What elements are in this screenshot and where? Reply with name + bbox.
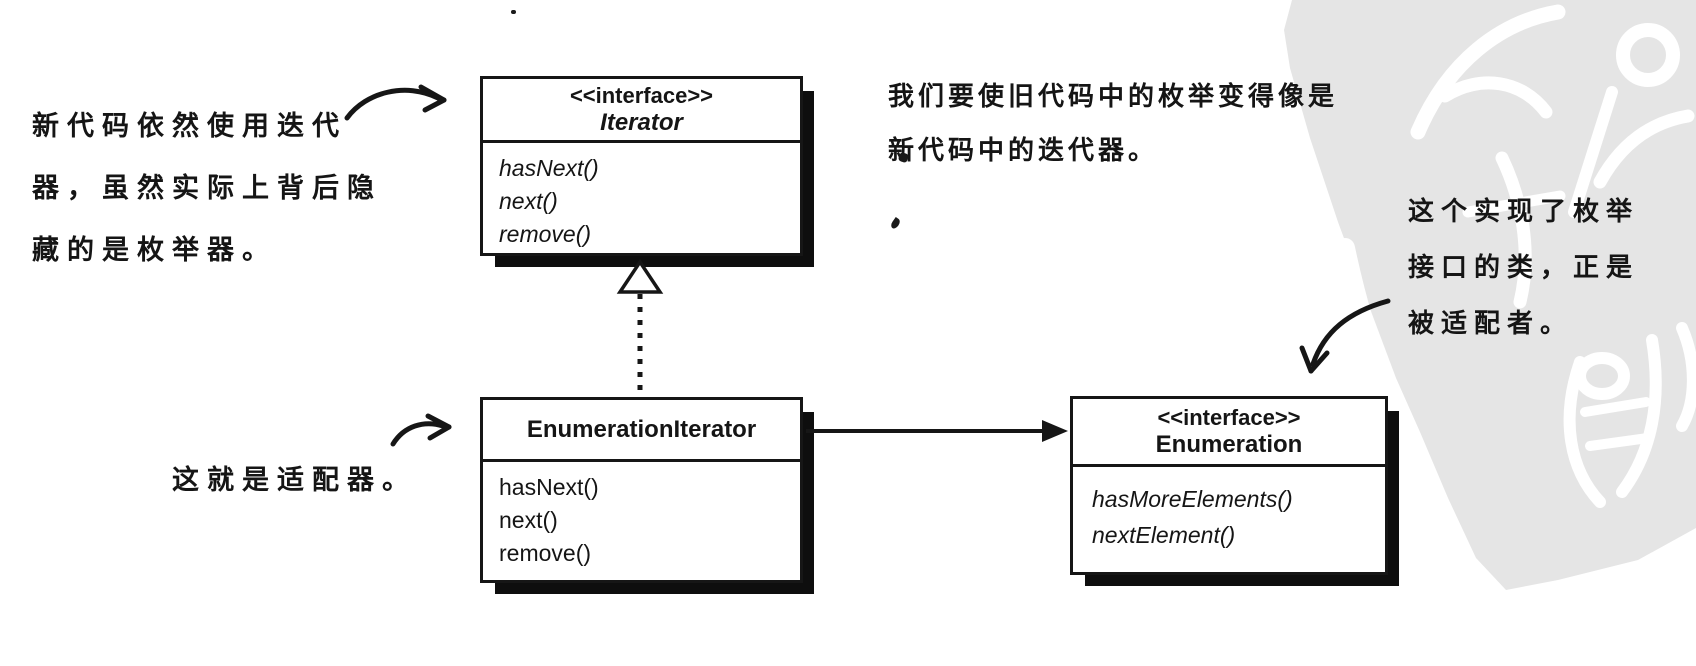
watermark-strokes <box>1335 4 1696 508</box>
iterator-stereotype: <<interface>> <box>569 82 714 108</box>
annotation-line: 新代码中的迭代器。 <box>888 136 1159 166</box>
class-box-iterator: <<interface>> Iterator hasNext() next() … <box>480 76 803 256</box>
method-label: remove() <box>499 221 592 247</box>
annotation-line: 器，虽然实际上背后隐 <box>32 173 382 204</box>
method-label: hasMoreElements() <box>1092 486 1293 512</box>
enumeration-methods: hasMoreElements() nextElement() <box>1073 467 1385 553</box>
annotation-line: 这个实现了枚举 <box>1408 197 1640 227</box>
annotation-left-top: 新代码依然使用迭代 器，虽然实际上背后隐 藏的是枚举器。 <box>32 96 382 282</box>
method-label: remove() <box>499 540 592 566</box>
annotation-right: 这个实现了枚举 接口的类，正是 被适配者。 <box>1408 184 1639 352</box>
enumeration-stereotype: <<interface>> <box>1157 404 1301 430</box>
annotation-line: 我们要使旧代码中的枚举变得像是 <box>888 82 1339 112</box>
iterator-methods: hasNext() next() remove() <box>483 143 800 251</box>
iterator-class-name: Iterator <box>600 108 683 136</box>
enumeration-iterator-methods: hasNext() next() remove() <box>483 462 800 570</box>
enumeration-class-name: Enumeration <box>1155 430 1303 458</box>
enumeration-iterator-class-name: EnumerationIterator <box>526 415 757 443</box>
method-label: nextElement() <box>1092 522 1236 548</box>
method-label: next() <box>499 188 558 214</box>
ink-speck <box>511 10 516 14</box>
iterator-header: <<interface>> Iterator <box>483 79 800 143</box>
enumeration-iterator-header: EnumerationIterator <box>483 400 800 462</box>
class-box-enumeration-iterator: EnumerationIterator hasNext() next() rem… <box>480 397 803 583</box>
method-label: next() <box>499 507 558 533</box>
annotation-bottom-left: 这就是适配器。 <box>172 458 417 497</box>
annotation-line: 接口的类，正是 <box>1408 253 1640 283</box>
method-label: hasNext() <box>499 155 599 181</box>
annotation-line: 藏的是枚举器。 <box>32 235 277 266</box>
method-label: hasNext() <box>499 474 599 500</box>
enumeration-header: <<interface>> Enumeration <box>1073 399 1385 467</box>
annotation-top-middle: 我们要使旧代码中的枚举变得像是 新代码中的迭代器。 <box>888 70 1338 178</box>
annotation-line: 新代码依然使用迭代 <box>32 111 347 142</box>
annotation-line: 这就是适配器。 <box>172 465 417 496</box>
class-box-enumeration: <<interface>> Enumeration hasMoreElement… <box>1070 396 1388 575</box>
annotation-line: 被适配者。 <box>1408 309 1574 339</box>
